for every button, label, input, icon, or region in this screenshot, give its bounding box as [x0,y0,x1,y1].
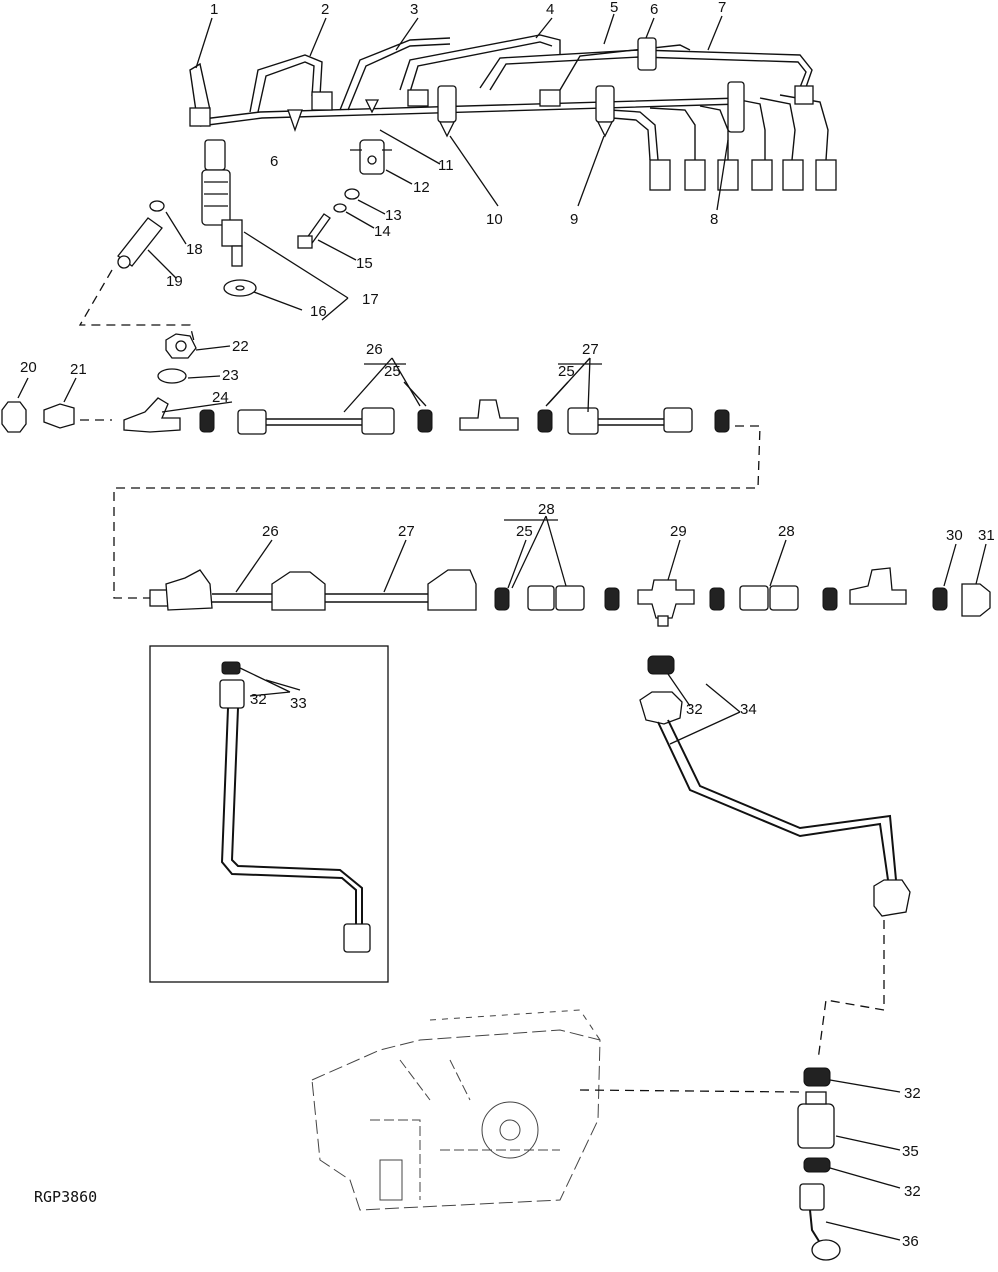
callout-19: 19 [166,273,183,290]
callout-9: 9 [570,211,578,228]
callout-13: 13 [385,207,402,224]
callout-36: 36 [902,1233,919,1250]
callout-11: 11 [438,157,454,174]
callout-23: 23 [222,367,239,384]
leak-off-fittings-row-1 [1,333,761,599]
callout-34: 34 [740,701,757,718]
leak-off-fittings-row-2 [149,567,991,627]
callout-28-b: 28 [778,523,795,540]
callout-4: 4 [546,1,554,18]
callout-5: 5 [610,0,618,16]
callout-7: 7 [718,0,726,16]
callout-26-b: 26 [262,523,279,540]
callout-31: 31 [978,527,995,544]
callout-8: 8 [710,211,718,228]
injection-pump-sketch [311,1009,801,1211]
figure-code: RGP3860 [34,1188,97,1206]
callout-27-b: 27 [398,523,415,540]
callout-12: 12 [413,179,430,196]
callout-20: 20 [20,359,37,376]
inset-pipe-33 [149,645,389,983]
callout-32-mid: 32 [686,701,703,718]
callout-29: 29 [670,523,687,540]
callout-30: 30 [946,527,963,544]
callout-35: 35 [902,1143,919,1160]
callout-10: 10 [486,211,503,228]
callout-32-inset: 32 [250,691,267,708]
callout-18: 18 [186,241,203,258]
callout-6: 6 [270,153,278,170]
callout-25-a: 25 [384,363,401,380]
callout-2: 2 [321,1,329,18]
leader-lines [17,13,987,1241]
callout-15: 15 [356,255,373,272]
callout-3: 3 [410,1,418,18]
callout-26: 26 [366,341,383,358]
callout-32-b: 32 [904,1183,921,1200]
callout-6-top: 6 [650,1,658,18]
callout-16: 16 [310,303,327,320]
callout-25-c: 25 [516,523,533,540]
callout-1: 1 [210,1,218,18]
pump-outlet-fittings [797,1067,841,1261]
pipe-34 [639,655,911,1061]
callout-25-b: 25 [558,363,575,380]
callout-28: 28 [538,501,555,518]
callout-17: 17 [362,291,379,308]
callout-14: 14 [374,223,391,240]
callout-21: 21 [70,361,87,378]
callout-32-a: 32 [904,1085,921,1102]
callout-33: 33 [290,695,307,712]
callout-22: 22 [232,338,249,355]
callout-27: 27 [582,341,599,358]
callout-labels: 1 2 3 4 5 6 7 6 11 12 13 14 15 10 9 8 18… [20,0,995,1250]
injection-line-assembly [78,34,837,346]
callout-24: 24 [212,389,229,406]
